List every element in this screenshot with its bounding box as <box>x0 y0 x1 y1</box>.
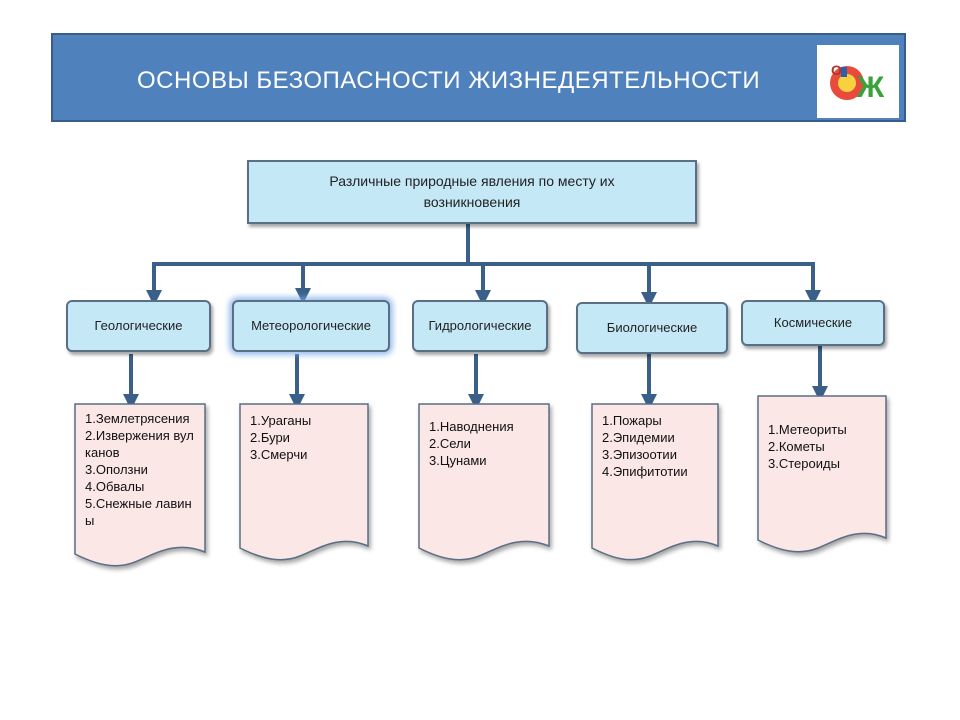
category-hydrological: Гидрологические <box>412 300 548 352</box>
category-label: Биологические <box>606 320 698 335</box>
doc-space: 1.Метеориты 2.Кометы 3.Стероиды <box>757 395 887 554</box>
page-title: ОСНОВЫ БЕЗОПАСНОСТИ ЖИЗНЕДЕЯТЕЛЬНОСТИ <box>137 67 761 94</box>
svg-text:О: О <box>831 62 842 78</box>
doc-item: 1.Ураганы <box>250 413 312 428</box>
svg-text:Ж: Ж <box>856 71 885 104</box>
doc-item: 1.Пожары <box>602 413 662 428</box>
category-label: Геологические <box>94 318 183 333</box>
doc-item: 5.Снежные лавины <box>85 496 192 528</box>
doc-item: 1.Метеориты <box>768 422 847 437</box>
doc-item: 2.Эпидемии <box>602 430 675 445</box>
doc-item: 2.Извержения вулканов <box>85 428 194 460</box>
category-meteorological: Метеорологические <box>232 300 390 352</box>
doc-shape <box>74 403 206 567</box>
category-label: Метеорологические <box>251 318 371 333</box>
doc-item: 3.Оползни <box>85 462 148 477</box>
category-label: Космические <box>773 315 853 330</box>
category-label: Гидрологические <box>428 318 532 333</box>
doc-item: 3.Эпизоотии <box>602 447 677 462</box>
category-geological: Геологические <box>66 300 211 352</box>
doc-shape <box>239 403 369 561</box>
doc-item: 2.Бури <box>250 430 290 445</box>
doc-biological: 1.Пожары 2.Эпидемии 3.Эпизоотии 4.Эпифит… <box>591 403 719 562</box>
doc-geological: 1.Землетрясения 2.Извержения вулканов 3.… <box>74 403 206 568</box>
obzh-logo-icon: Ж О <box>817 45 899 118</box>
category-biological: Биологические <box>576 302 728 354</box>
doc-item: 2.Сели <box>429 436 471 451</box>
doc-item: 3.Цунами <box>429 453 487 468</box>
doc-meteorological: 1.Ураганы 2.Бури 3.Смерчи <box>239 403 369 562</box>
doc-shape <box>418 403 550 561</box>
root-node: Различные природные явления по месту их … <box>247 160 697 224</box>
doc-item: 4.Обвалы <box>85 479 145 494</box>
doc-item: 4.Эпифитотии <box>602 464 688 479</box>
category-space: Космические <box>741 300 885 346</box>
doc-item: 3.Стероиды <box>768 456 840 471</box>
doc-item: 3.Смерчи <box>250 447 308 462</box>
doc-hydrological: 1.Наводнения 2.Сели 3.Цунами <box>418 403 550 562</box>
title-banner: ОСНОВЫ БЕЗОПАСНОСТИ ЖИЗНЕДЕЯТЕЛЬНОСТИ Ж … <box>51 33 906 122</box>
doc-shape <box>591 403 719 561</box>
doc-item: 2.Кометы <box>768 439 825 454</box>
doc-shape <box>757 395 887 553</box>
doc-item: 1.Наводнения <box>429 419 514 434</box>
doc-item: 1.Землетрясения <box>85 411 190 426</box>
